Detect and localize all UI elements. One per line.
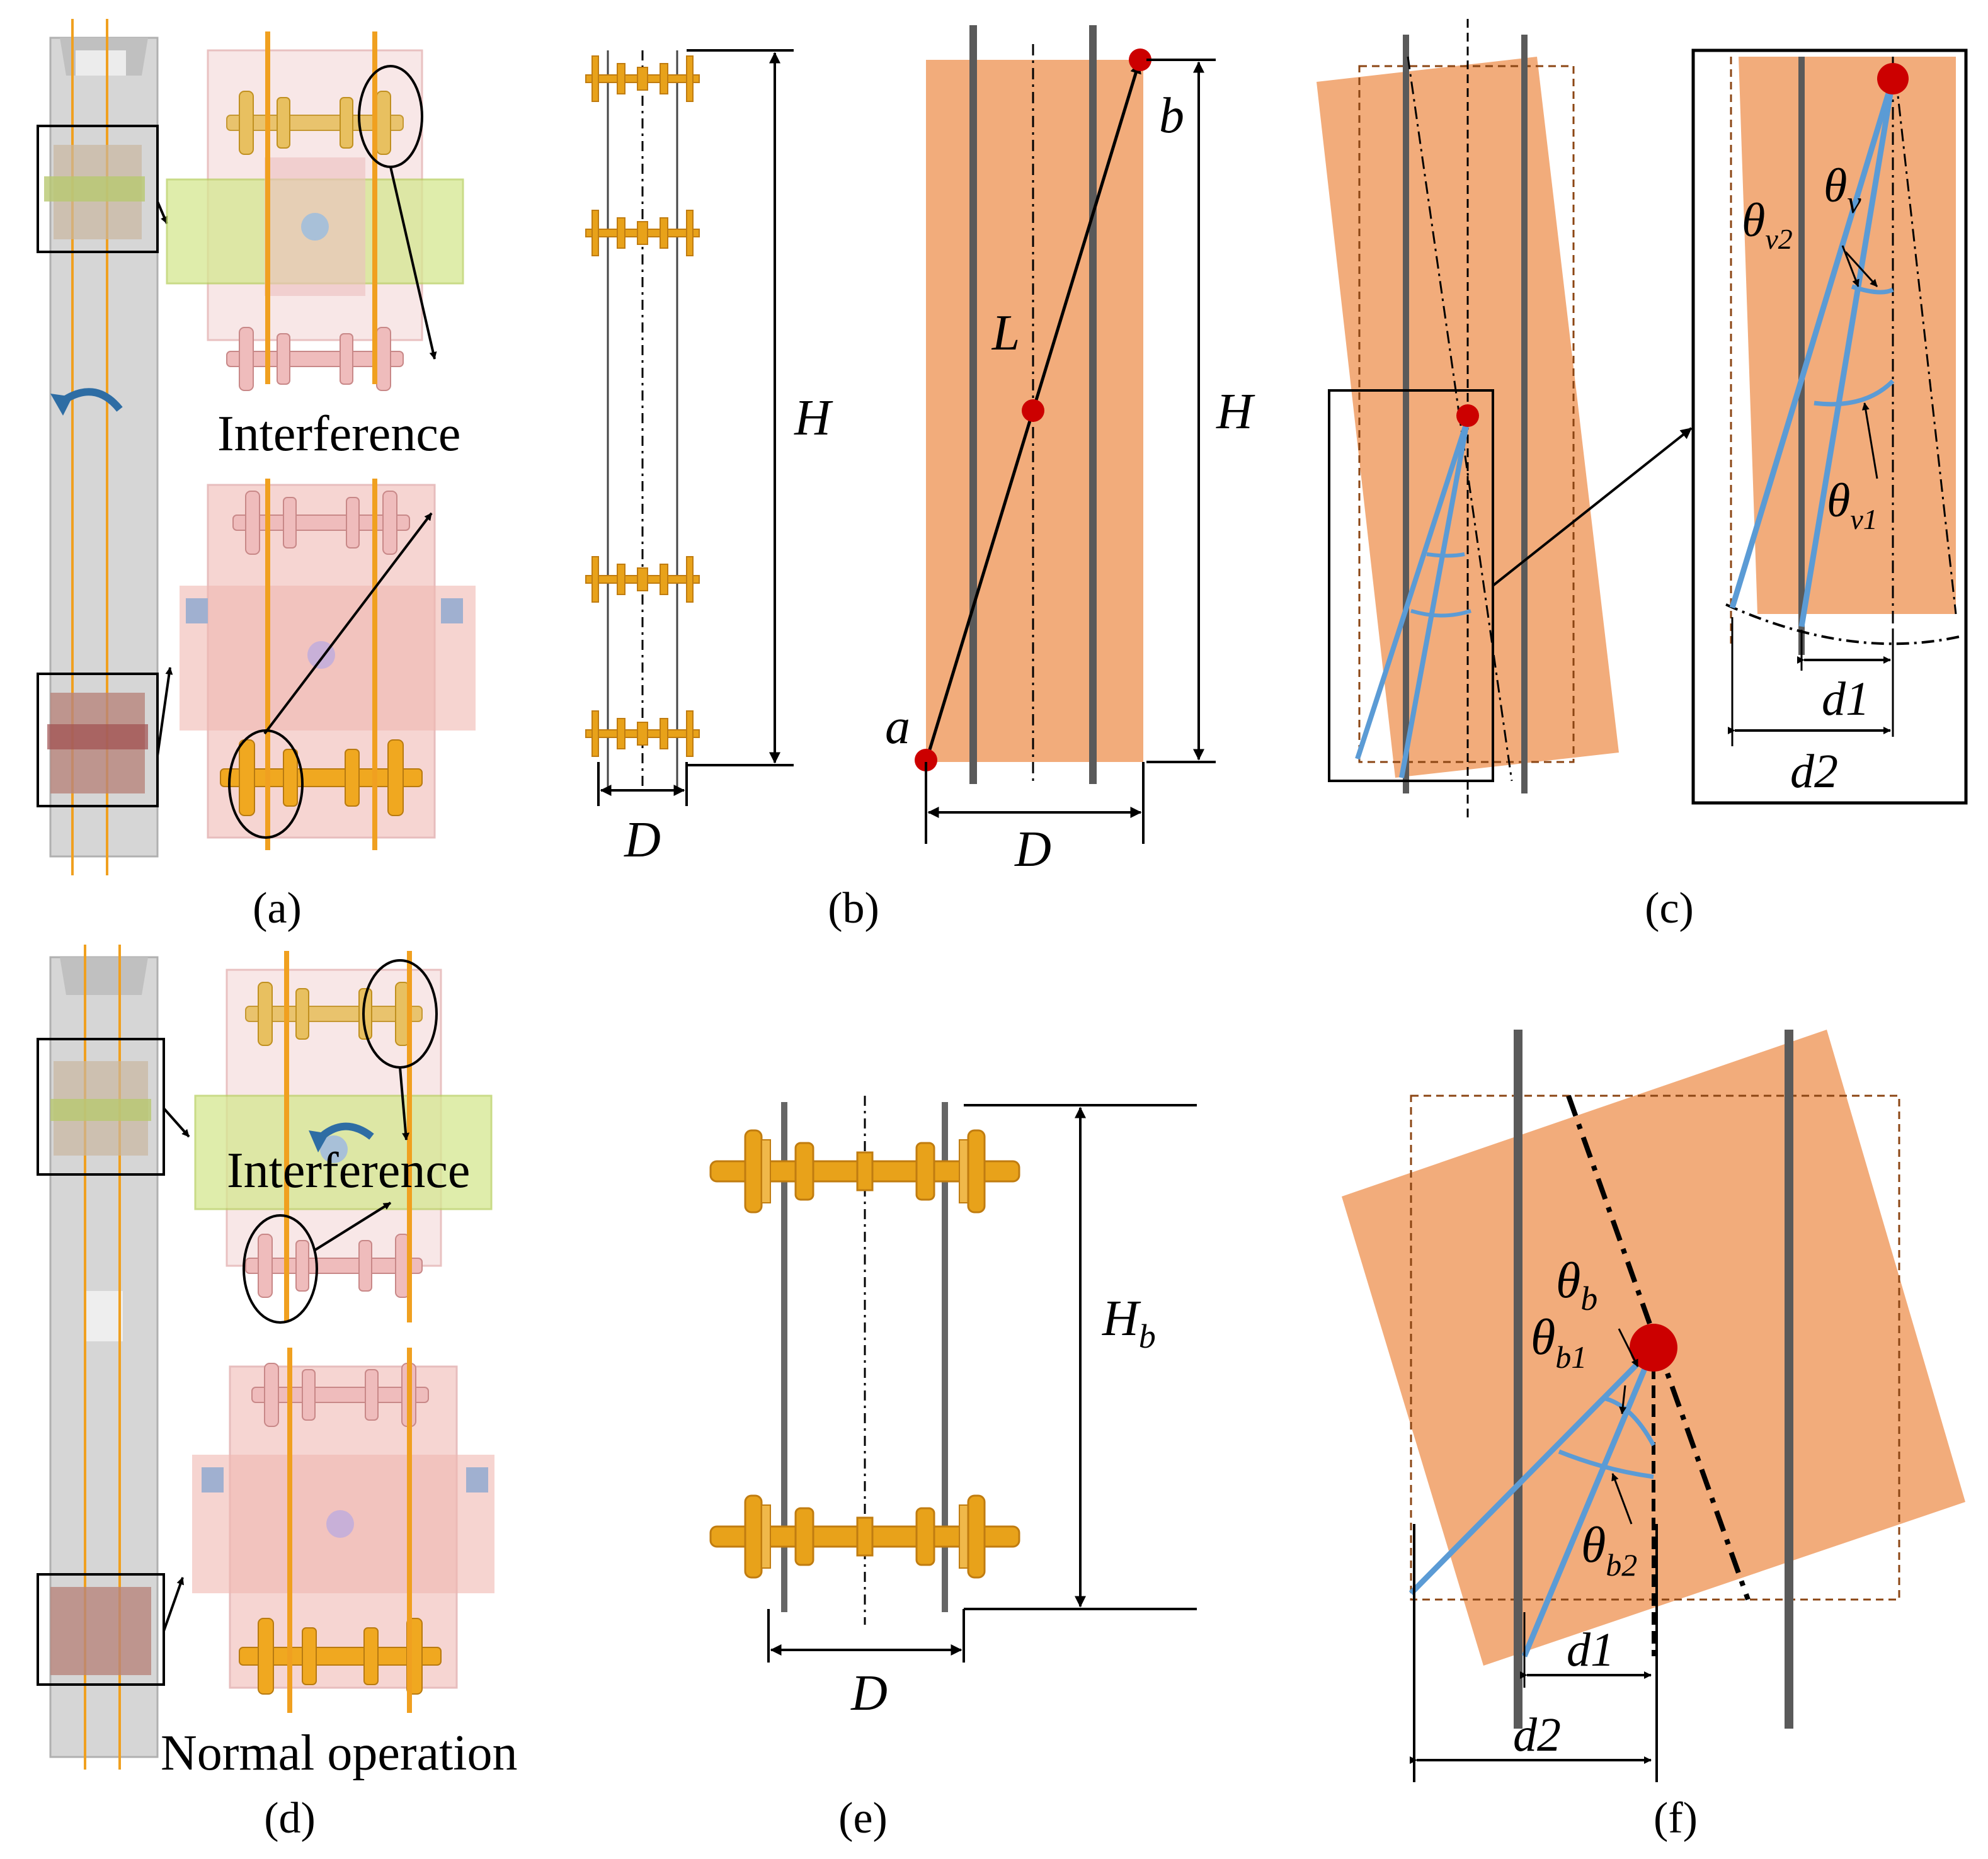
bogie-d-top <box>194 951 493 1324</box>
caption-d: (d) <box>264 1794 316 1843</box>
distance-label-d1: d1 <box>1822 673 1870 725</box>
interference-label-a: Interference <box>217 406 460 462</box>
panel-c: θv θv2 θv1 d1 d2 (c) <box>1317 19 1968 933</box>
angle-label-theta-v2: θv2 <box>1742 194 1793 255</box>
bogie-d-bottom <box>192 1348 494 1713</box>
caption-c: (c) <box>1645 884 1694 933</box>
pivot-point-icon <box>1129 48 1151 71</box>
angle-label-theta-v: θv <box>1824 159 1861 220</box>
wheelset-icon <box>585 55 700 102</box>
pivot-point-icon <box>1022 399 1044 422</box>
pivot-point-icon <box>1877 63 1909 94</box>
caption-b: (b) <box>828 884 879 933</box>
height-label-H: H <box>794 390 833 446</box>
angle-label-theta-v1: θv1 <box>1827 474 1878 535</box>
point-label-b: b <box>1159 88 1184 144</box>
diagonal-label-L: L <box>991 305 1020 361</box>
panel-e: Hb D (e) <box>709 1096 1197 1843</box>
width-label-D: D <box>1014 822 1051 877</box>
distance-label-d2: d2 <box>1790 745 1838 798</box>
train-car-a <box>37 19 159 875</box>
panel-b-body: a b L H D (b) <box>828 25 1255 933</box>
height-label-H: H <box>1216 384 1255 440</box>
bogie-a-bottom <box>180 479 476 850</box>
panel-d: Interference Normal operation (d) <box>37 945 517 1843</box>
pivot-point-icon <box>915 749 937 771</box>
point-label-a: a <box>885 699 910 754</box>
zoom-inset-c: θv θv2 θv1 d1 d2 <box>1691 48 1968 805</box>
width-label-D: D <box>624 812 661 868</box>
panel-b-wheelsets: H D <box>585 49 833 868</box>
pivot-point-icon <box>1456 404 1479 427</box>
interference-label-d: Interference <box>227 1143 470 1198</box>
caption-f: (f) <box>1654 1794 1698 1843</box>
height-label-Hb: Hb <box>1102 1291 1156 1355</box>
angle-label-theta-b2: θb2 <box>1581 1518 1637 1583</box>
train-car-d <box>37 945 165 1770</box>
distance-label-d2: d2 <box>1513 1708 1561 1761</box>
normal-operation-label: Normal operation <box>161 1725 517 1781</box>
distance-label-d1: d1 <box>1567 1623 1614 1676</box>
panel-f: θb θb1 θb2 d1 d2 (f) <box>1342 1030 1965 1843</box>
panel-a: Interference (a) <box>37 19 476 933</box>
pivot-point-icon <box>1630 1324 1677 1372</box>
caption-a: (a) <box>253 884 302 933</box>
caption-e: (e) <box>838 1794 888 1843</box>
angle-label-theta-b: θb <box>1556 1253 1597 1317</box>
width-label-D: D <box>850 1666 888 1721</box>
angle-label-theta-b1: θb1 <box>1531 1310 1587 1375</box>
bogie-a-top <box>166 31 464 391</box>
